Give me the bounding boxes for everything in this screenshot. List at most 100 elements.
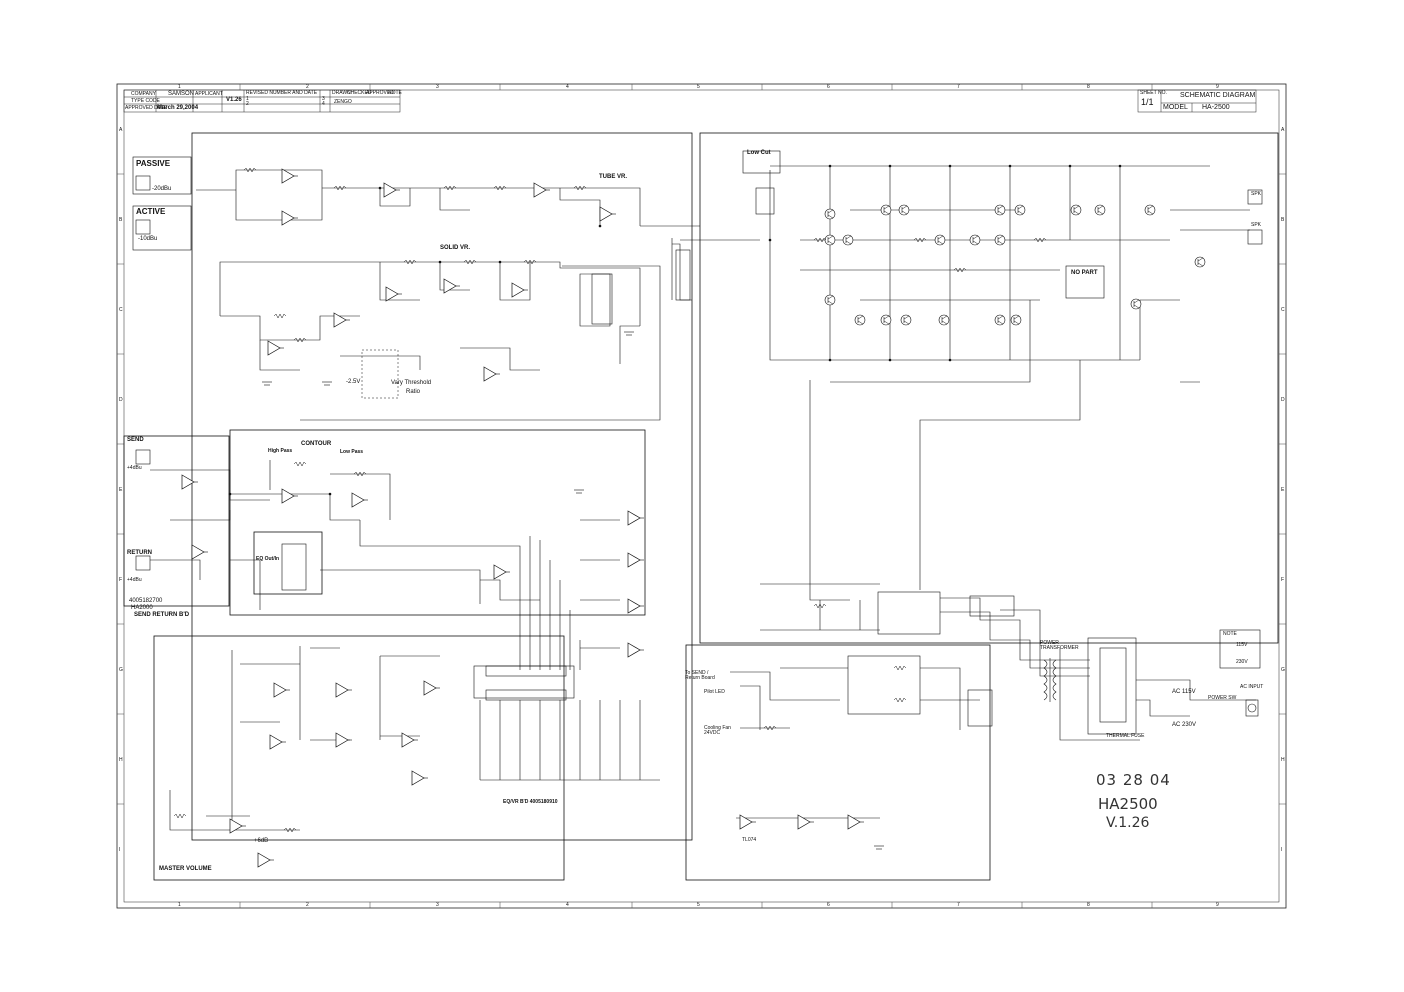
title-block-left-frame xyxy=(123,89,401,113)
col-2-bottom: 2 xyxy=(306,902,309,908)
col-6-bottom: 6 xyxy=(827,902,830,908)
tube-vr-label: TUBE VR. xyxy=(599,174,628,180)
opamp-symbols xyxy=(181,168,865,868)
low-cut-label: Low Cut xyxy=(747,150,771,156)
row-g-right: G xyxy=(1281,667,1285,673)
junction-dots xyxy=(228,164,1122,496)
handwritten-version: V.1.26 xyxy=(1106,815,1150,831)
row-f-right: F xyxy=(1281,577,1285,583)
contour-label: CONTOUR xyxy=(301,441,332,447)
row-a-right: A xyxy=(1281,127,1285,133)
note-230v: 230V xyxy=(1236,659,1248,665)
ac-230v-label: AC 230V xyxy=(1172,722,1197,728)
row-c-left: C xyxy=(119,307,123,313)
row-b-right: B xyxy=(1281,217,1285,223)
sheet-no-label: SHEET NO. xyxy=(1140,90,1167,96)
col-7-bottom: 7 xyxy=(957,902,960,908)
revised-row-1: 1 xyxy=(246,96,249,102)
title-block-right-frame xyxy=(1137,89,1257,113)
send-board-name: SEND RETURN B'D xyxy=(134,612,190,618)
transformer-symbols xyxy=(135,175,1263,727)
row-e-left: E xyxy=(119,487,123,493)
no-part-label: NO PART xyxy=(1071,270,1098,276)
model-value: HA-2500 xyxy=(1202,104,1230,111)
col-5-bottom: 5 xyxy=(697,902,700,908)
company-value: SAMSON xyxy=(168,91,195,97)
thermal-fuse-label: THERMAL FUSE xyxy=(1106,733,1145,739)
ground-symbols xyxy=(262,331,884,850)
row-d-left: D xyxy=(119,397,123,403)
row-g-left: G xyxy=(119,667,123,673)
solid-vr-label: SOLID VR. xyxy=(440,245,471,251)
return-level: +4dBu xyxy=(127,577,142,583)
block-outlines xyxy=(123,132,1279,881)
type-code-label: TYPE CODE xyxy=(131,98,160,104)
handwritten-model: HA2500 xyxy=(1098,795,1158,813)
passive-label: PASSIVE xyxy=(136,159,171,168)
col-3-bottom: 3 xyxy=(436,902,439,908)
ac-115v-label: AC 115V xyxy=(1172,689,1196,695)
revised-row-3: 3 xyxy=(322,96,325,102)
note-115v: 115V xyxy=(1236,642,1248,648)
transistor-symbols xyxy=(824,204,1206,326)
approved-date-value: March 29,2004 xyxy=(157,105,199,111)
col-2-top: 2 xyxy=(306,84,309,90)
speaker-jack-2-label: SPK xyxy=(1251,222,1262,228)
col-1-top: 1 xyxy=(178,84,181,90)
master-volume-label: MASTER VOLUME xyxy=(159,866,212,872)
low-pass-label: Low Pass xyxy=(340,449,364,455)
checked-label: CHECKED xyxy=(347,90,372,96)
col-8-bottom: 8 xyxy=(1087,902,1090,908)
minus-2-5v-label: -2.5V xyxy=(346,379,361,385)
company-label: COMPANY xyxy=(131,91,156,97)
revised-label: REVISED NUMBER AND DATE xyxy=(246,90,318,96)
note-label: NOTE xyxy=(388,90,402,96)
resistor-symbols xyxy=(173,167,1047,833)
col-4-top: 4 xyxy=(566,84,569,90)
send-board-model: HA2000 xyxy=(131,605,153,611)
col-9-bottom: 9 xyxy=(1216,902,1219,908)
high-pass-label: High Pass xyxy=(268,448,293,454)
ac-input-label: AC INPUT xyxy=(1240,684,1264,690)
col-7-top: 7 xyxy=(957,84,960,90)
row-h-left: H xyxy=(119,757,123,763)
power-sw-label: POWER SW xyxy=(1208,695,1237,701)
plus-6db-label: +6dB xyxy=(254,838,269,844)
to-send-return-label: To SEND / Return Board xyxy=(685,670,715,681)
power-transformer-label: POWER TRANSFORMER xyxy=(1040,640,1079,651)
send-level: +4dBu xyxy=(127,465,142,471)
row-c-right: C xyxy=(1281,307,1285,313)
passive-level: -20dBu xyxy=(152,186,172,192)
row-i-left: I xyxy=(119,847,121,853)
model-label: MODEL xyxy=(1163,104,1188,111)
revised-row-2: 2 xyxy=(246,101,249,107)
revised-row-4: 4 xyxy=(322,101,325,107)
sheet-no-value: 1/1 xyxy=(1141,97,1154,107)
col-9-top: 9 xyxy=(1216,84,1219,90)
speaker-jack-1-label: SPK xyxy=(1251,191,1262,197)
drawing-title: SCHEMATIC DIAGRAM xyxy=(1180,92,1256,99)
applicant-label: APPLICANT xyxy=(195,91,223,97)
return-label: RETURN xyxy=(127,550,152,556)
col-4-bottom: 4 xyxy=(566,902,569,908)
row-e-right: E xyxy=(1281,487,1285,493)
handwritten-date: 03 28 04 xyxy=(1096,771,1171,789)
col-5-top: 5 xyxy=(697,84,700,90)
wiring xyxy=(150,165,1256,831)
approved-date-label: APPROVED DATE xyxy=(125,105,168,111)
row-i-right: I xyxy=(1281,847,1283,853)
drawn-signature: ZENGO xyxy=(334,99,352,105)
row-f-left: F xyxy=(119,577,123,583)
send-label: SEND xyxy=(127,437,144,443)
col-6-top: 6 xyxy=(827,84,830,90)
opamp-tl074-label: TL074 xyxy=(742,837,757,843)
border-ticks xyxy=(117,84,1286,908)
note-box-label: NOTE xyxy=(1223,631,1237,637)
pilot-led-label: Pilot LED xyxy=(704,689,725,695)
cooling-fan-label: Cooling Fan 24VDC xyxy=(704,725,731,736)
row-h-right: H xyxy=(1281,757,1285,763)
vary-threshold-label: Vary Threshold xyxy=(391,380,432,386)
eq-board-label: EQ/VR B'D 4005180910 xyxy=(503,799,558,805)
row-a-left: A xyxy=(119,127,123,133)
